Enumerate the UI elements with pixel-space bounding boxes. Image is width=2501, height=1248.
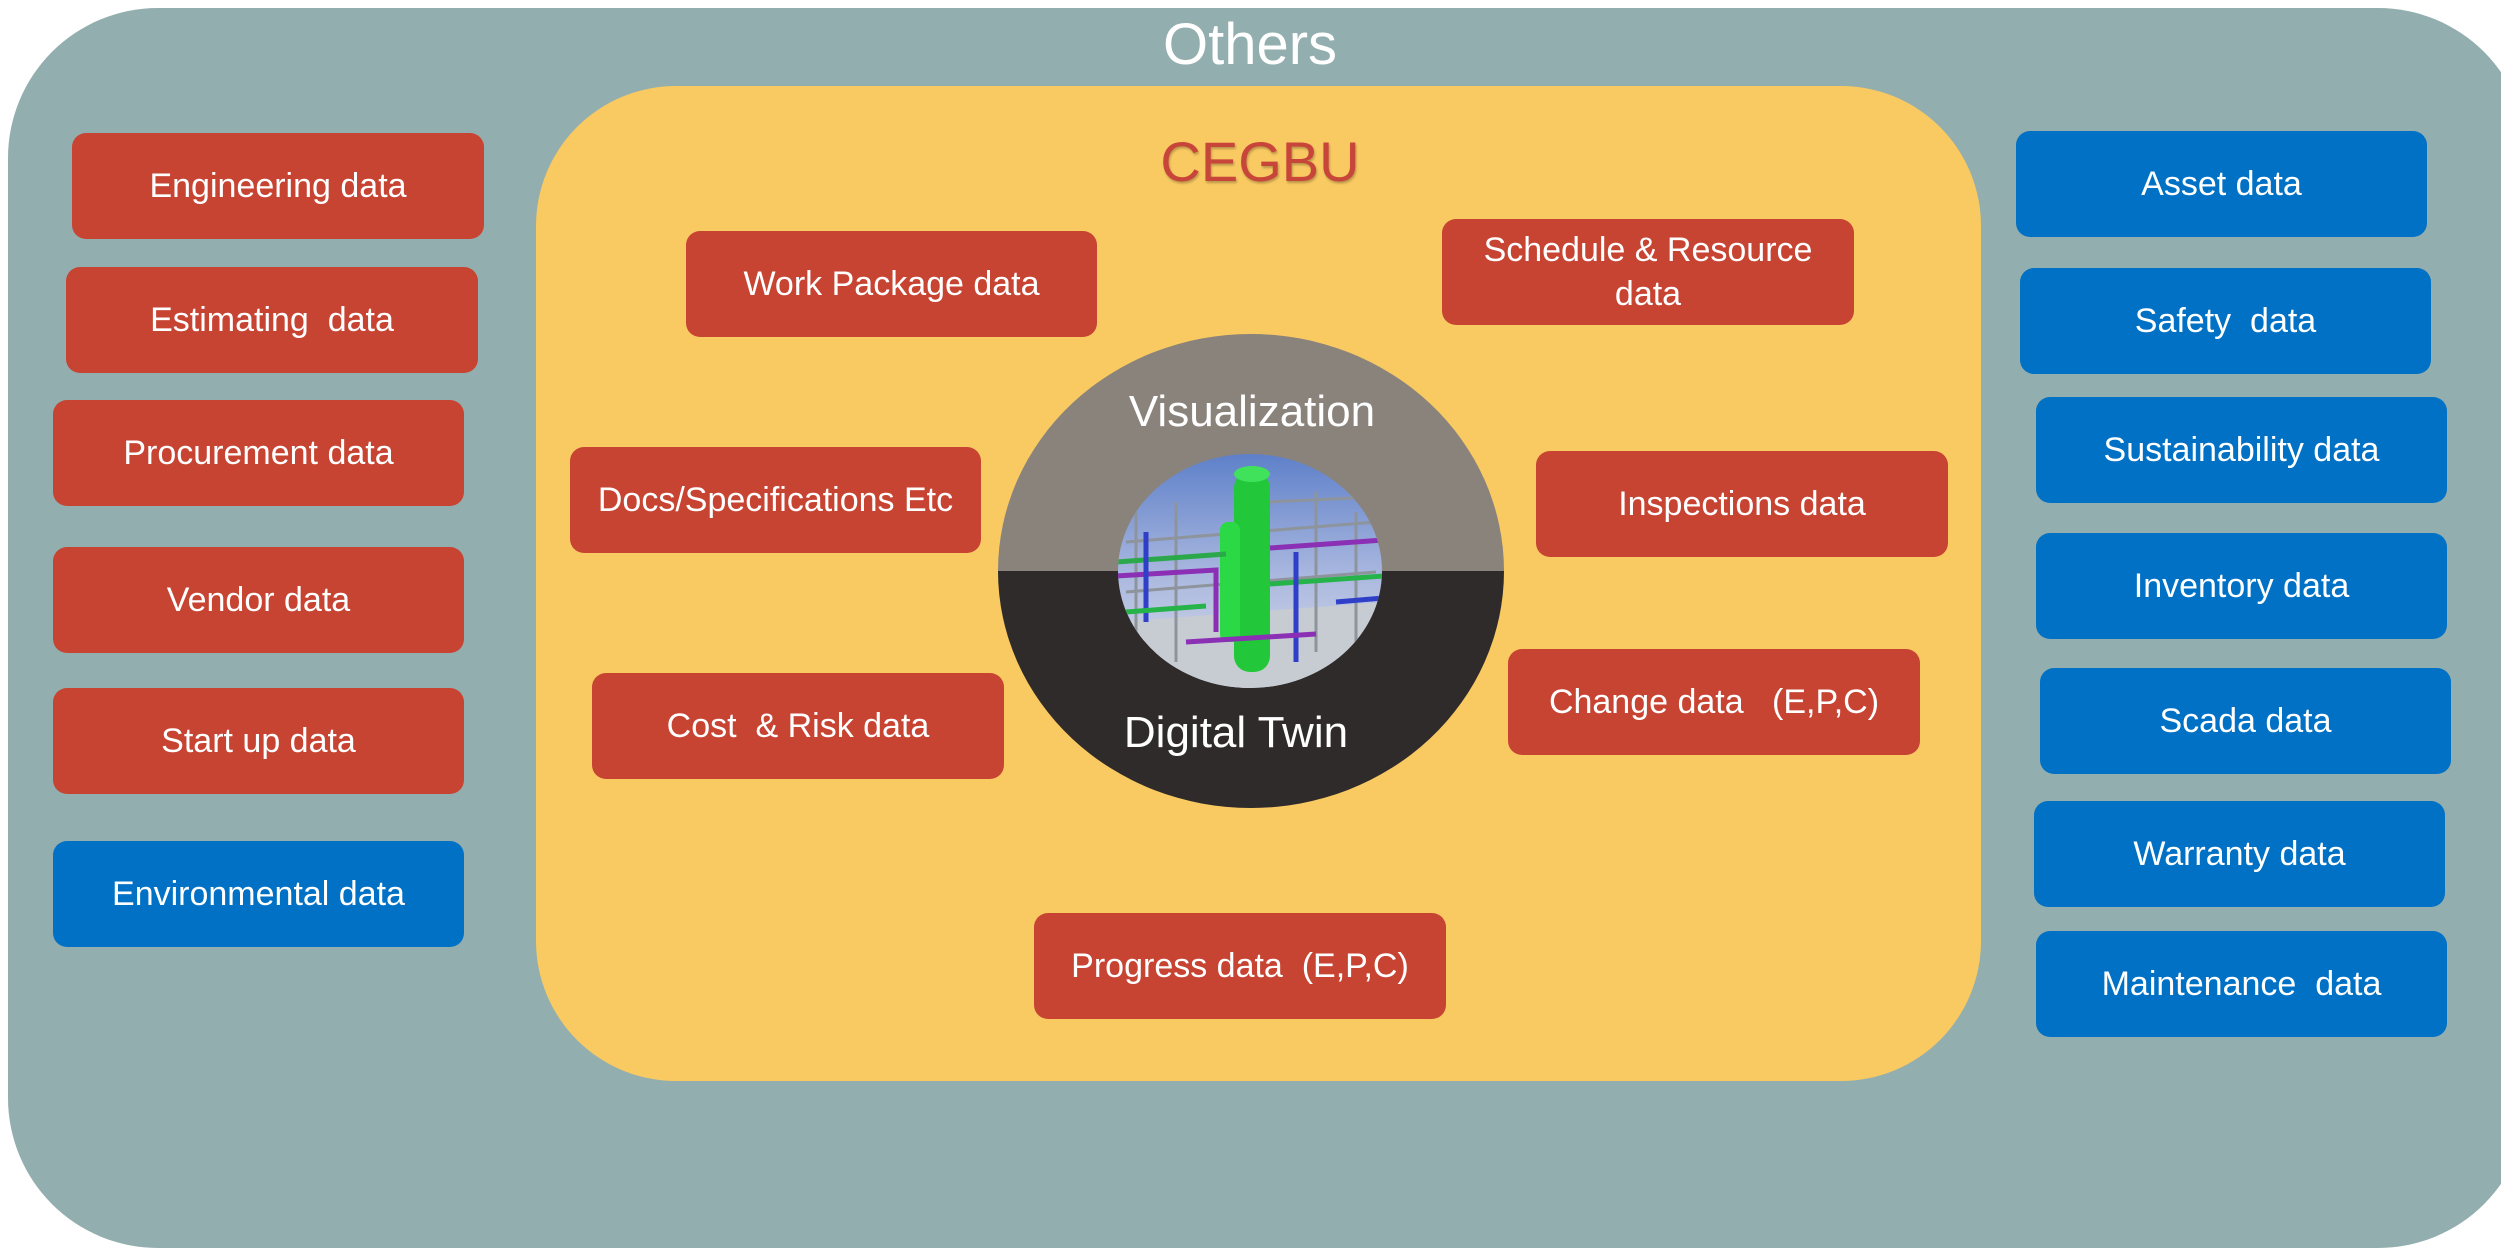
environmental-data-box: Environmental data [53, 841, 464, 947]
work-package-data-box: Work Package data [686, 231, 1097, 337]
sustainability-data-box: Sustainability data [2036, 397, 2447, 503]
engineering-data-box: Engineering data [72, 133, 484, 239]
scada-data-box: Scada data [2040, 668, 2451, 774]
vendor-data-box: Vendor data [53, 547, 464, 653]
change-data-box: Change data (E,P,C) [1508, 649, 1920, 755]
estimating-data-box: Estimating data [66, 267, 478, 373]
maintenance-data-box: Maintenance data [2036, 931, 2447, 1037]
plant-3d-model-icon [1118, 454, 1382, 688]
digital-twin-label: Digital Twin [1123, 708, 1349, 757]
inventory-data-box: Inventory data [2036, 533, 2447, 639]
asset-data-box: Asset data [2016, 131, 2427, 237]
inspections-data-box: Inspections data [1536, 451, 1948, 557]
safety-data-box: Safety data [2020, 268, 2431, 374]
visualization-label: Visualization [1128, 387, 1376, 436]
cost-risk-data-box: Cost & Risk data [592, 673, 1004, 779]
docs-specifications-box: Docs/Specifications Etc [570, 447, 981, 553]
warranty-data-box: Warranty data [2034, 801, 2445, 907]
schedule-resource-data-box: Schedule & Resource data [1442, 219, 1854, 325]
procurement-data-box: Procurement data [53, 400, 464, 506]
progress-data-box: Progress data (E,P,C) [1034, 913, 1446, 1019]
cegbu-title: CEGBU [1160, 130, 1360, 193]
startup-data-box: Start up data [53, 688, 464, 794]
others-title: Others [1162, 12, 1338, 77]
